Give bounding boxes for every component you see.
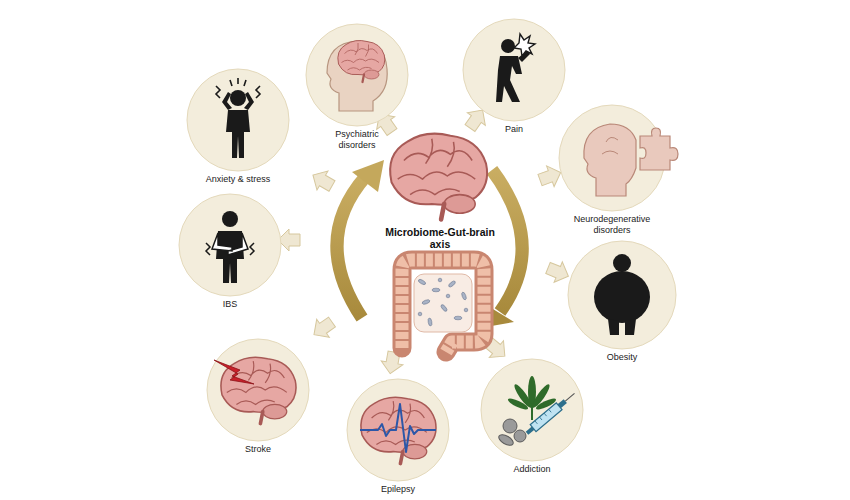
disorder-label: Epilepsy	[358, 484, 438, 495]
disorder-label: Psychiatric disorders	[319, 129, 395, 151]
center-label-holder: Microbiome-Gut-brain axis	[375, 226, 505, 250]
disorder-label: Anxiety & stress	[188, 174, 288, 185]
disorder-label: Addiction	[492, 464, 572, 475]
disorder-label: Neurodegenerative disorders	[564, 214, 660, 236]
axis-title: Microbiome-Gut-brain axis	[375, 226, 505, 250]
disorder-label: Pain	[474, 124, 554, 135]
disorder-label: Stroke	[218, 444, 298, 455]
disorder-label: IBS	[190, 299, 270, 310]
disorder-label: Obesity	[582, 352, 662, 363]
